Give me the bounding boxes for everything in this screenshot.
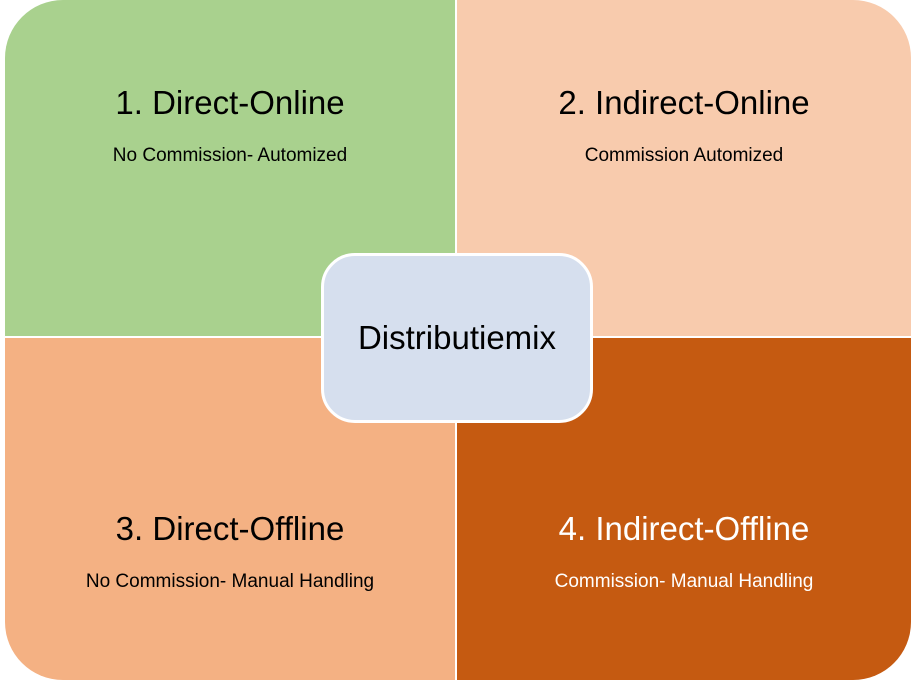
quadrant-title: 3. Direct-Offline [115,510,345,547]
center-label: Distributiemix [357,319,557,356]
quadrant-direct-offline: 3. Direct-Offline No Commission- Manual … [5,338,457,680]
quadrant-title: 2. Indirect-Online [558,84,810,121]
quadrant-title: 4. Indirect-Offline [558,510,810,547]
quadrant-subtitle: Commission- Manual Handling [554,571,814,592]
quadrant-direct-online: 1. Direct-Online No Commission- Automize… [5,0,457,338]
quadrant-subtitle: Commission Automized [584,145,784,166]
center-label-box: Distributiemix [321,253,593,423]
quadrant-subtitle: No Commission- Automized [112,145,348,166]
quadrant-title: 1. Direct-Online [115,84,345,121]
quadrant-subtitle: No Commission- Manual Handling [85,571,375,592]
